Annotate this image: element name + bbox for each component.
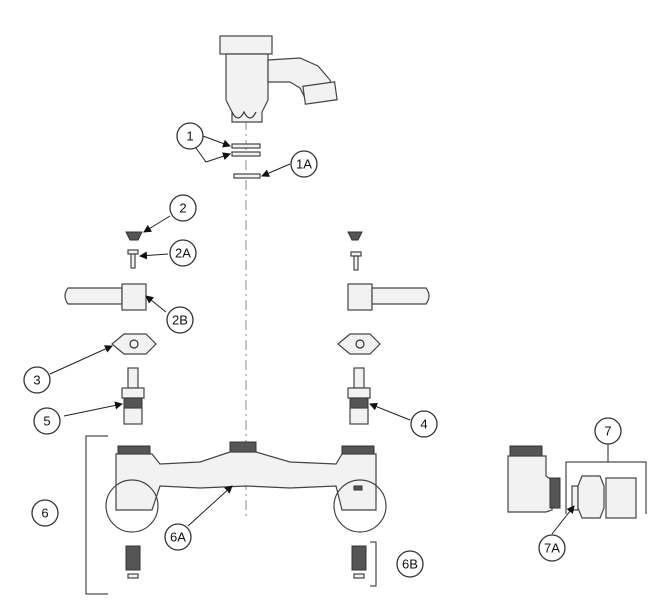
leader-1 <box>202 135 231 148</box>
index-button-right <box>347 231 363 241</box>
bracket-6b <box>370 541 377 587</box>
lever-handle-right <box>347 283 430 311</box>
bracket-7 <box>565 461 647 514</box>
index-button-left <box>125 231 143 241</box>
leader-2a <box>139 251 169 260</box>
elbow-part-7 <box>507 445 637 519</box>
callout-6a: 6A <box>164 523 192 551</box>
svg-text:6B: 6B <box>402 557 418 572</box>
faucet-body <box>105 441 387 533</box>
svg-text:1A: 1A <box>296 157 312 172</box>
lever-handle-left <box>64 283 147 311</box>
svg-text:2B: 2B <box>172 313 188 328</box>
spout-part <box>219 35 338 123</box>
svg-text:4: 4 <box>420 417 427 432</box>
svg-text:2A: 2A <box>175 246 191 261</box>
callout-2a: 2A <box>169 239 197 267</box>
leader-2b <box>145 295 167 313</box>
svg-text:5: 5 <box>43 414 50 429</box>
callout-1: 1 <box>176 122 204 150</box>
svg-text:2: 2 <box>179 201 186 216</box>
leader-2 <box>143 215 171 233</box>
washer-1-upper <box>231 143 261 149</box>
leader-1a <box>261 163 291 177</box>
screw-right <box>350 251 362 271</box>
inlet-stop-right <box>351 545 367 579</box>
leader-7a <box>551 505 575 535</box>
cartridge-right <box>347 367 371 425</box>
callout-6: 6 <box>31 499 59 527</box>
callout-2: 2 <box>169 194 197 222</box>
svg-text:6: 6 <box>41 506 48 521</box>
svg-text:7A: 7A <box>544 541 560 556</box>
callout-2b: 2B <box>166 306 194 334</box>
gasket-1a <box>233 173 261 179</box>
bonnet-left <box>111 333 157 355</box>
callout-4: 4 <box>410 410 438 438</box>
leader-5 <box>63 401 123 417</box>
washer-1-lower <box>231 151 261 157</box>
cartridge-left <box>121 367 145 425</box>
callout-3: 3 <box>23 366 51 394</box>
leader-3 <box>49 345 113 375</box>
bracket-6 <box>85 435 108 595</box>
svg-text:3: 3 <box>33 373 40 388</box>
bonnet-right <box>337 333 381 355</box>
leader-1b <box>195 147 231 163</box>
callout-6b: 6B <box>396 550 424 578</box>
callout-1a: 1A <box>290 150 318 178</box>
callout-7: 7 <box>594 417 622 445</box>
callout-5: 5 <box>33 407 61 435</box>
leader-4 <box>369 402 411 421</box>
svg-text:1: 1 <box>186 129 193 144</box>
callout-7a: 7A <box>538 534 566 562</box>
screw-left <box>127 249 139 269</box>
inlet-stop-left <box>125 545 141 579</box>
svg-text:7: 7 <box>604 424 611 439</box>
leader-6a <box>187 485 233 527</box>
svg-text:6A: 6A <box>170 530 186 545</box>
